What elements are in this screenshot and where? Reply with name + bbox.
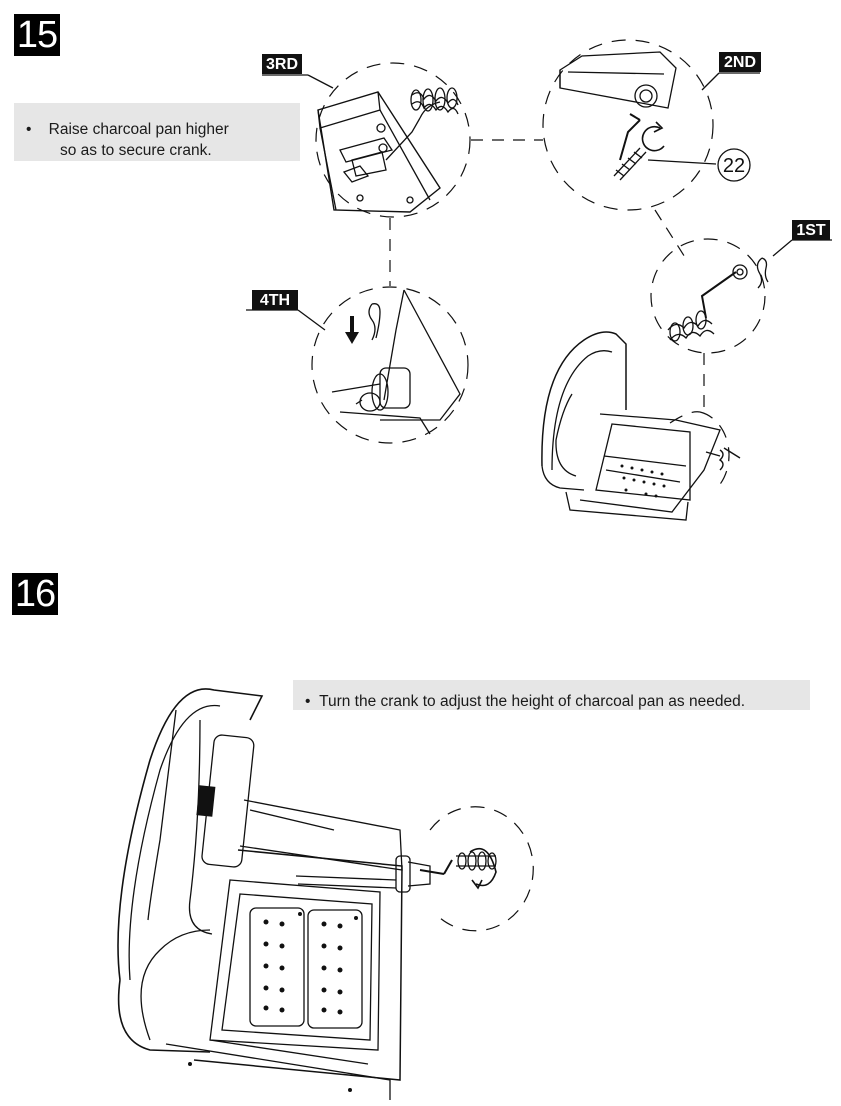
tag-2nd-label: 2ND	[724, 54, 756, 71]
step-16-instruction: • Turn the crank to adjust the height of…	[293, 680, 810, 710]
tag-2nd	[719, 52, 761, 72]
crank-handle-icon	[443, 851, 497, 875]
detail-circle-crank	[429, 806, 534, 932]
part-callout-number: 22	[723, 155, 745, 177]
spring-pin-icon	[756, 257, 769, 289]
washer-icon	[732, 264, 748, 280]
tag-3rd	[262, 54, 302, 74]
step-15-number: 15	[14, 14, 60, 56]
detail-circle-1st	[650, 238, 766, 354]
down-arrow-icon	[345, 316, 359, 344]
tag-3rd-label: 3RD	[266, 56, 298, 73]
step-15-instruction: • Raise charcoal pan higher so as to sec…	[14, 103, 300, 161]
detail-circle-3rd	[315, 62, 471, 218]
detail-circle-4th	[311, 286, 469, 444]
crank-handle-icon	[410, 87, 459, 115]
rotation-arrow-icon	[641, 121, 665, 152]
instruction-line-2: so as to secure crank.	[60, 142, 212, 159]
detail-circle-crank	[699, 411, 730, 489]
step-16-number: 16	[12, 573, 58, 615]
rotation-arrow-icon	[469, 847, 497, 890]
crank-handle-icon	[667, 271, 737, 342]
detail-circles	[311, 39, 766, 489]
tag-1st	[792, 220, 830, 240]
tag-4th	[252, 290, 298, 310]
crank-handle-icon	[613, 147, 647, 181]
part-callout-circle	[717, 148, 751, 182]
tag-1st-label: 1ST	[796, 222, 826, 239]
tag-4th-label: 4TH	[260, 292, 290, 309]
spring-pin-icon	[368, 303, 381, 341]
detail-circle-2nd	[542, 39, 714, 211]
order-tags: 3RD 2ND 1ST 4TH	[252, 52, 830, 310]
instruction-line-1: • Turn the crank to adjust the height of…	[305, 693, 746, 710]
instruction-line-1: • Raise charcoal pan higher	[26, 121, 229, 138]
